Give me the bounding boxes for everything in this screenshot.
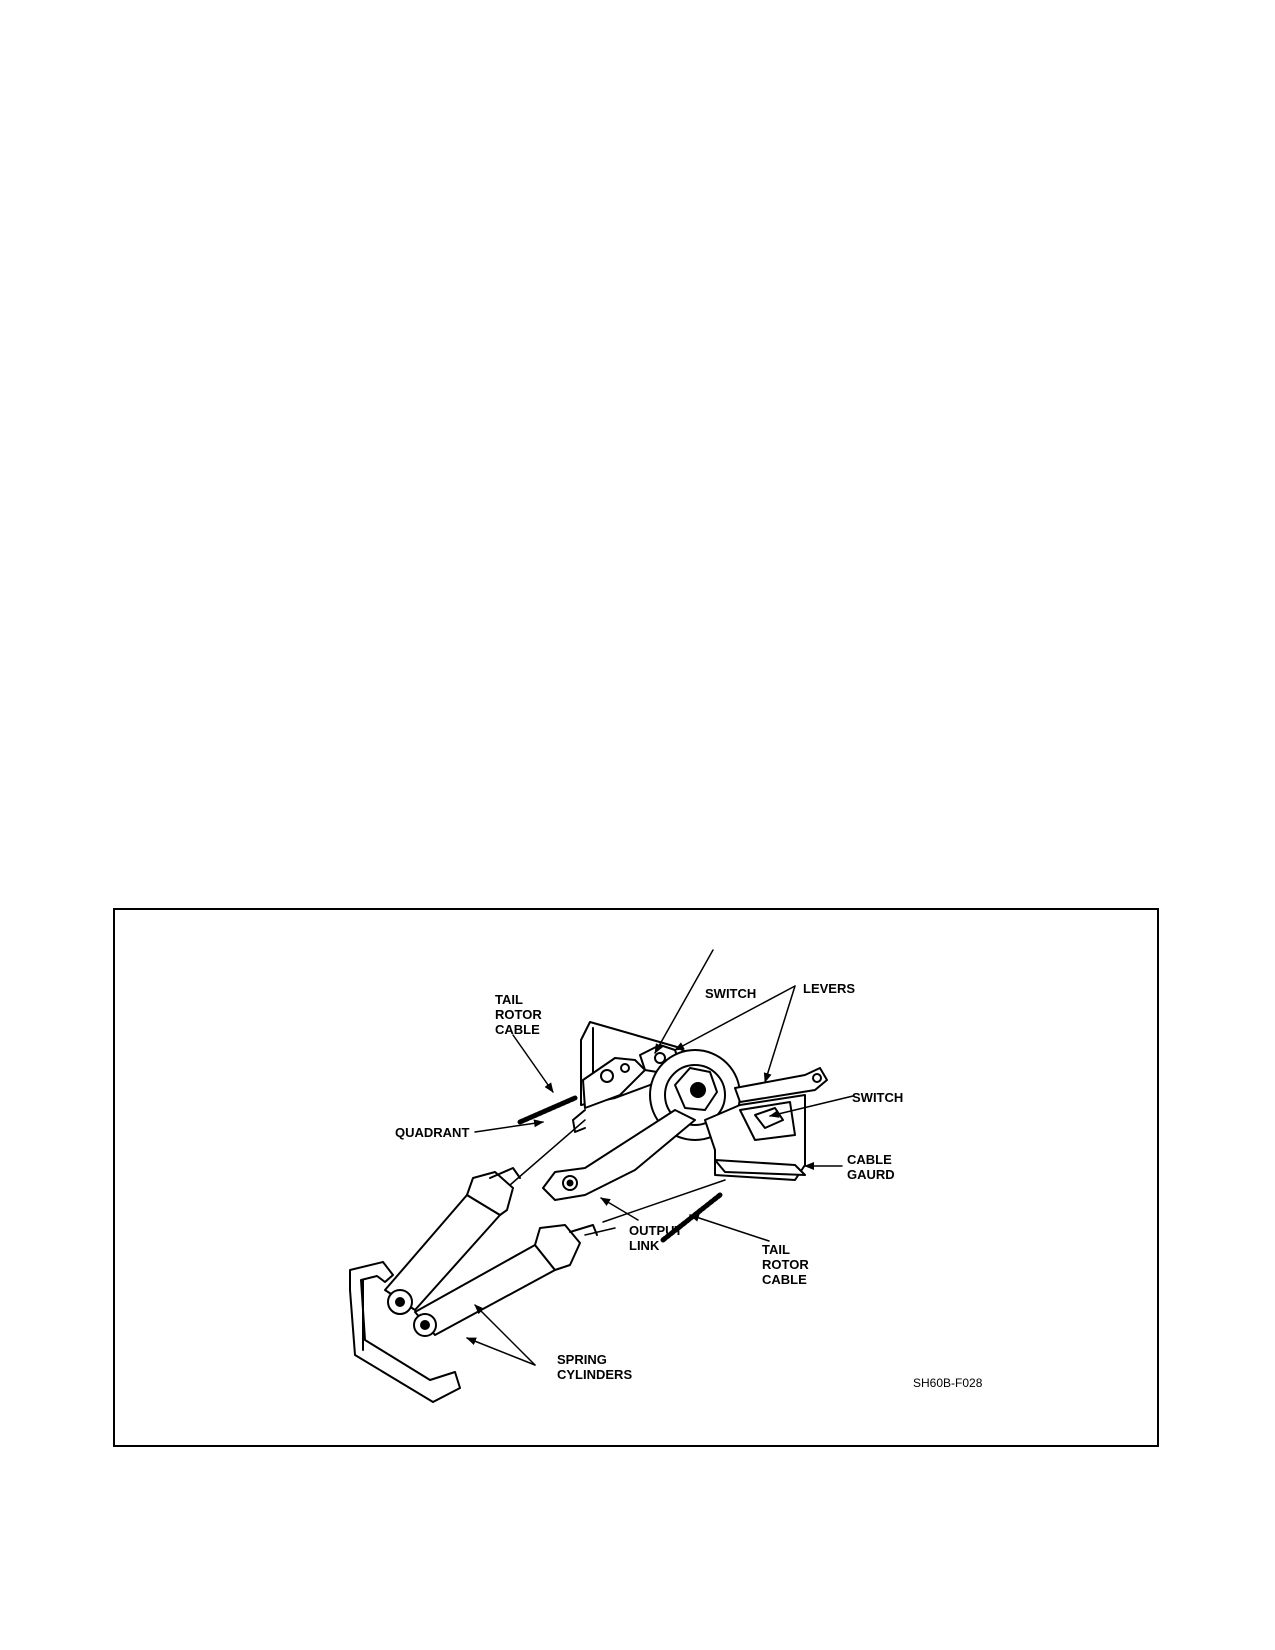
label-output-link: OUTPUT LINK: [629, 1223, 683, 1253]
label-switch-right: SWITCH: [852, 1090, 904, 1105]
label-tail-rotor-cable-top: TAIL ROTOR CABLE: [495, 992, 542, 1037]
output-link: [542, 1109, 696, 1201]
figure-id: SH60B-F028: [913, 1376, 983, 1390]
label-tail-rotor-cable-bottom: TAIL ROTOR CABLE: [762, 1242, 809, 1287]
label-spring-cylinders: SPRING CYLINDERS: [557, 1352, 633, 1382]
label-cable-guard: CABLE GAURD: [847, 1152, 895, 1182]
lower-bracket: [349, 1261, 461, 1403]
right-lever: [734, 1067, 828, 1103]
tail-rotor-cable-top: [517, 1095, 578, 1125]
label-switch-top: SWITCH: [705, 986, 757, 1001]
cable-guard: [714, 1159, 806, 1176]
figure-frame: TAIL ROTOR CABLE SWITCH LEVERS SWITCH QU…: [113, 908, 1159, 1447]
label-quadrant: QUADRANT: [395, 1125, 470, 1140]
quadrant-assembly-drawing: [349, 949, 854, 1403]
label-levers: LEVERS: [803, 981, 856, 996]
